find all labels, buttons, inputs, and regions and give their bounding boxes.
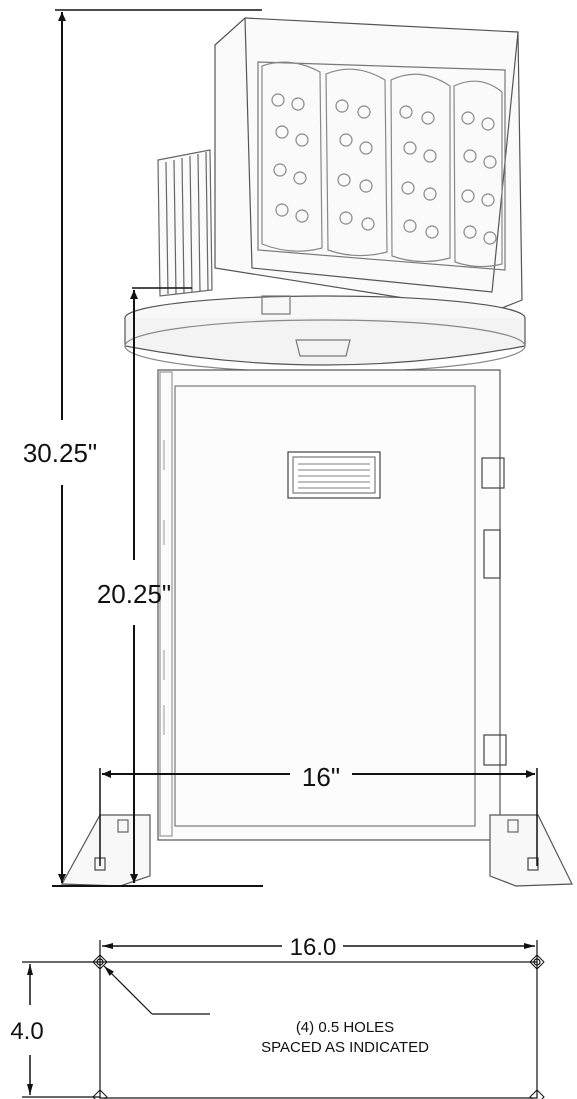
mounting-hole-bottom-left [92,1089,108,1099]
led-module-3 [390,73,451,263]
led-module-4 [453,80,503,268]
mounting-hole-top-right [529,954,545,970]
dim-hole-width [99,768,538,866]
hole-note-line1: (4) 0.5 HOLES [296,1019,394,1036]
label-overall-height: 30.25" [23,438,97,468]
footprint-outline [99,961,538,1099]
label-base-height: 20.25" [97,579,171,609]
label-hole-width: 16" [302,762,340,792]
dim-overall-height [55,9,262,883]
footprint-drawing [22,940,545,1099]
label-footprint-depth: 4.0 [10,1018,43,1045]
dim-base-height [130,287,192,883]
led-lamp-head [214,17,523,313]
enclosure-nameplate [287,451,381,499]
hole-note-line2: SPACED AS INDICATED [261,1039,429,1056]
led-module-2 [325,68,388,257]
mounting-hole-top-left [92,954,108,970]
label-footprint-width: 16.0 [290,934,337,961]
door-latch-bottom [483,734,507,766]
led-module-1 [261,61,323,252]
control-enclosure [157,369,507,841]
mounting-foot-right [489,814,573,887]
mounting-hole-bottom-right [529,1089,545,1099]
light-fixture-illustration [61,17,573,887]
heat-sink-fins [157,149,213,297]
mounting-foot-left [61,814,151,887]
door-latch-top [481,457,505,489]
door-handle [483,529,501,579]
rotator-base [124,295,526,373]
hole-leader-line [103,965,210,1015]
